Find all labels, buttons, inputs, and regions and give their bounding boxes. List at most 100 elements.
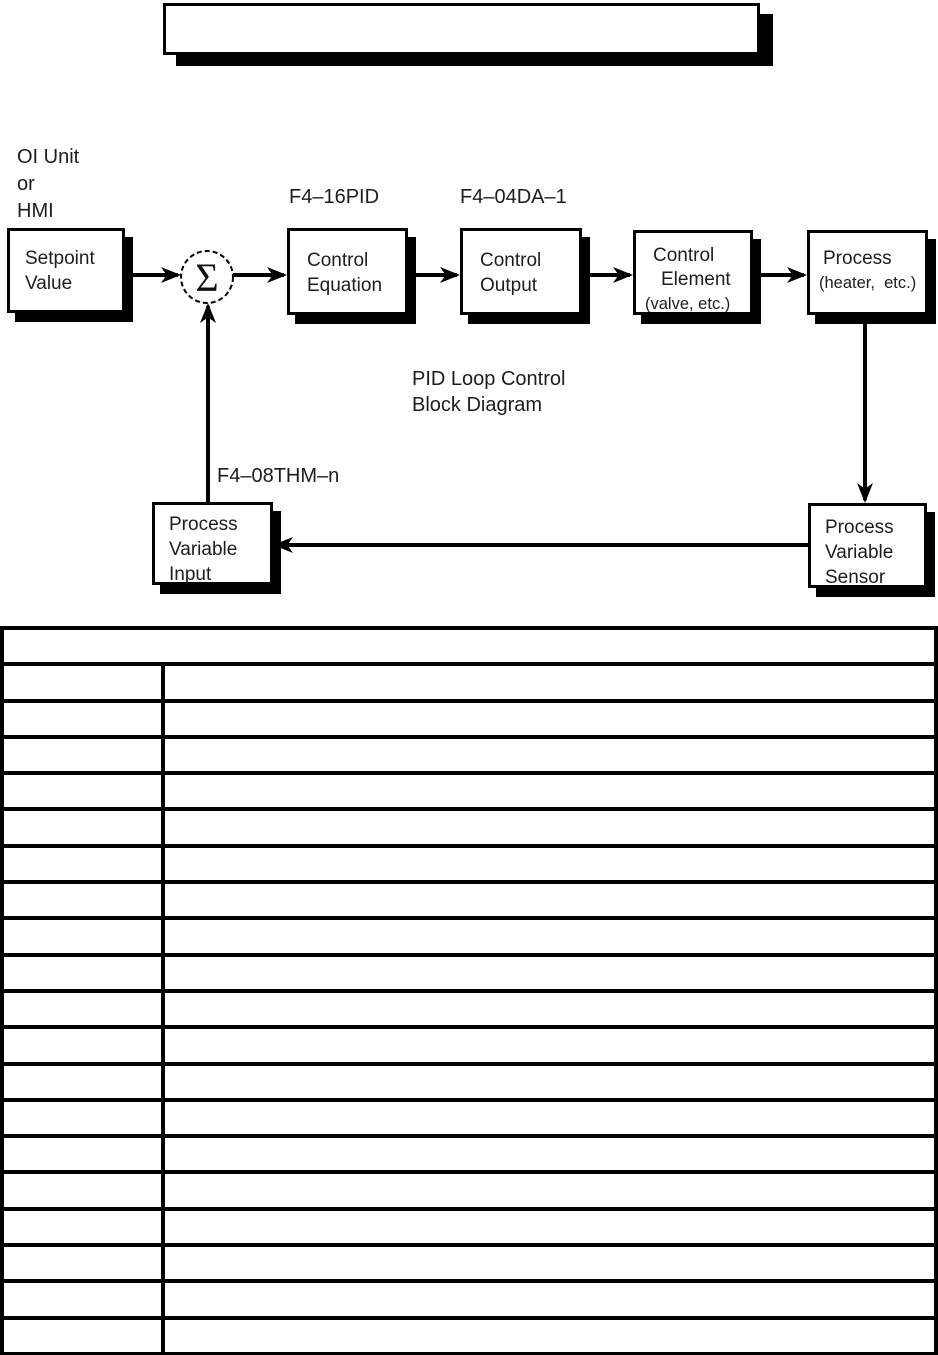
pv-sensor-line3: Sensor bbox=[825, 567, 886, 588]
table-cell-left bbox=[0, 1061, 165, 1102]
spec-table-body bbox=[0, 662, 938, 1355]
control-equation-line2: Equation bbox=[307, 275, 383, 296]
spec-table-wrap bbox=[0, 625, 938, 1355]
table-row bbox=[0, 880, 938, 921]
control-equation-box: Control Equation bbox=[287, 228, 408, 315]
table-cell-left bbox=[0, 988, 165, 1030]
control-element-line2: Element bbox=[661, 269, 731, 290]
table-row bbox=[0, 1206, 938, 1248]
table-row bbox=[0, 952, 938, 993]
table-cell-left bbox=[0, 1206, 165, 1248]
table-row bbox=[0, 988, 938, 1030]
table-row bbox=[0, 916, 938, 957]
diagram-caption-line2: Block Diagram bbox=[412, 394, 543, 416]
summing-junction-circle bbox=[180, 250, 234, 304]
process-box: Process (heater, etc.) bbox=[807, 230, 928, 315]
control-element-line3: (valve, etc.) bbox=[645, 295, 731, 313]
table-cell-left bbox=[0, 662, 165, 703]
control-element-box: Control Element (valve, etc.) bbox=[633, 230, 753, 315]
control-output-line2: Output bbox=[480, 275, 538, 296]
table-cell-right bbox=[161, 916, 938, 957]
table-row bbox=[0, 1279, 938, 1320]
table-cell-right bbox=[161, 880, 938, 921]
table-row bbox=[0, 1134, 938, 1175]
table-cell-right bbox=[161, 988, 938, 1030]
process-line1: Process bbox=[823, 248, 892, 269]
table-row bbox=[0, 698, 938, 739]
da-module-label: F4–04DA–1 bbox=[460, 186, 567, 208]
table-row bbox=[0, 1170, 938, 1211]
table-cell-right bbox=[161, 771, 938, 812]
table-row bbox=[0, 1061, 938, 1102]
diagram-caption-line1: PID Loop Control bbox=[412, 368, 566, 390]
pv-input-line2: Variable bbox=[169, 539, 238, 560]
spec-table bbox=[0, 625, 938, 1355]
title-banner bbox=[163, 3, 760, 55]
process-line2: (heater, etc.) bbox=[819, 274, 917, 292]
sigma-symbol: Σ bbox=[195, 254, 219, 300]
table-row bbox=[0, 1025, 938, 1066]
setpoint-value-box: Setpoint Value bbox=[7, 228, 125, 313]
table-cell-left bbox=[0, 1025, 165, 1066]
oi-unit-line1: OI Unit bbox=[17, 146, 80, 168]
table-cell-left bbox=[0, 952, 165, 993]
table-cell-left bbox=[0, 1243, 165, 1284]
table-cell-left bbox=[0, 1279, 165, 1320]
table-cell-left bbox=[0, 771, 165, 812]
table-cell-left bbox=[0, 807, 165, 848]
table-row bbox=[0, 662, 938, 703]
table-row bbox=[0, 771, 938, 812]
pv-input-line3: Input bbox=[169, 564, 212, 585]
setpoint-line2: Value bbox=[25, 273, 73, 294]
pid-module-label: F4–16PID bbox=[289, 186, 380, 208]
oi-unit-line3: HMI bbox=[17, 200, 54, 222]
table-cell-right bbox=[161, 698, 938, 739]
table-cell-right bbox=[161, 843, 938, 885]
table-row bbox=[0, 734, 938, 776]
table-cell-right bbox=[161, 807, 938, 848]
setpoint-line1: Setpoint bbox=[25, 248, 95, 269]
table-cell-left bbox=[0, 880, 165, 921]
table-cell-right bbox=[161, 1097, 938, 1139]
table-cell-left bbox=[0, 1097, 165, 1139]
table-cell-right bbox=[161, 952, 938, 993]
table-cell-left bbox=[0, 698, 165, 739]
table-cell-right bbox=[161, 734, 938, 776]
table-row bbox=[0, 843, 938, 885]
pv-sensor-line1: Process bbox=[825, 517, 894, 538]
oi-unit-label: OI Unit or HMI bbox=[17, 144, 79, 225]
control-equation-line1: Control bbox=[307, 250, 369, 271]
table-row bbox=[0, 1097, 938, 1139]
table-cell-left bbox=[0, 843, 165, 885]
table-cell-right bbox=[161, 1134, 938, 1175]
pv-sensor-line2: Variable bbox=[825, 542, 894, 563]
control-element-line1: Control bbox=[653, 245, 715, 266]
table-row bbox=[0, 1315, 938, 1355]
table-row bbox=[0, 1243, 938, 1284]
table-cell-right bbox=[161, 1170, 938, 1211]
table-cell-right bbox=[161, 1061, 938, 1102]
table-cell-left bbox=[0, 1170, 165, 1211]
table-cell-right bbox=[161, 1206, 938, 1248]
process-variable-input-box: Process Variable Input bbox=[152, 502, 273, 585]
table-cell-right bbox=[161, 1315, 938, 1355]
pv-input-line1: Process bbox=[169, 514, 238, 535]
table-row bbox=[0, 807, 938, 848]
control-output-line1: Control bbox=[480, 250, 542, 271]
oi-unit-line2: or bbox=[17, 173, 35, 195]
process-variable-sensor-box: Process Variable Sensor bbox=[808, 503, 927, 588]
table-cell-left bbox=[0, 1315, 165, 1355]
table-cell-left bbox=[0, 916, 165, 957]
table-cell-right bbox=[161, 662, 938, 703]
control-output-box: Control Output bbox=[460, 228, 582, 315]
table-header-row bbox=[0, 625, 938, 667]
thm-module-label: F4–08THM–n bbox=[217, 465, 340, 487]
table-cell-right bbox=[161, 1243, 938, 1284]
table-header-cell bbox=[0, 625, 938, 667]
table-cell-left bbox=[0, 734, 165, 776]
table-cell-right bbox=[161, 1279, 938, 1320]
diagram-caption: PID Loop Control Block Diagram bbox=[412, 366, 565, 418]
pid-loop-diagram-lines bbox=[125, 250, 873, 553]
table-cell-left bbox=[0, 1134, 165, 1175]
